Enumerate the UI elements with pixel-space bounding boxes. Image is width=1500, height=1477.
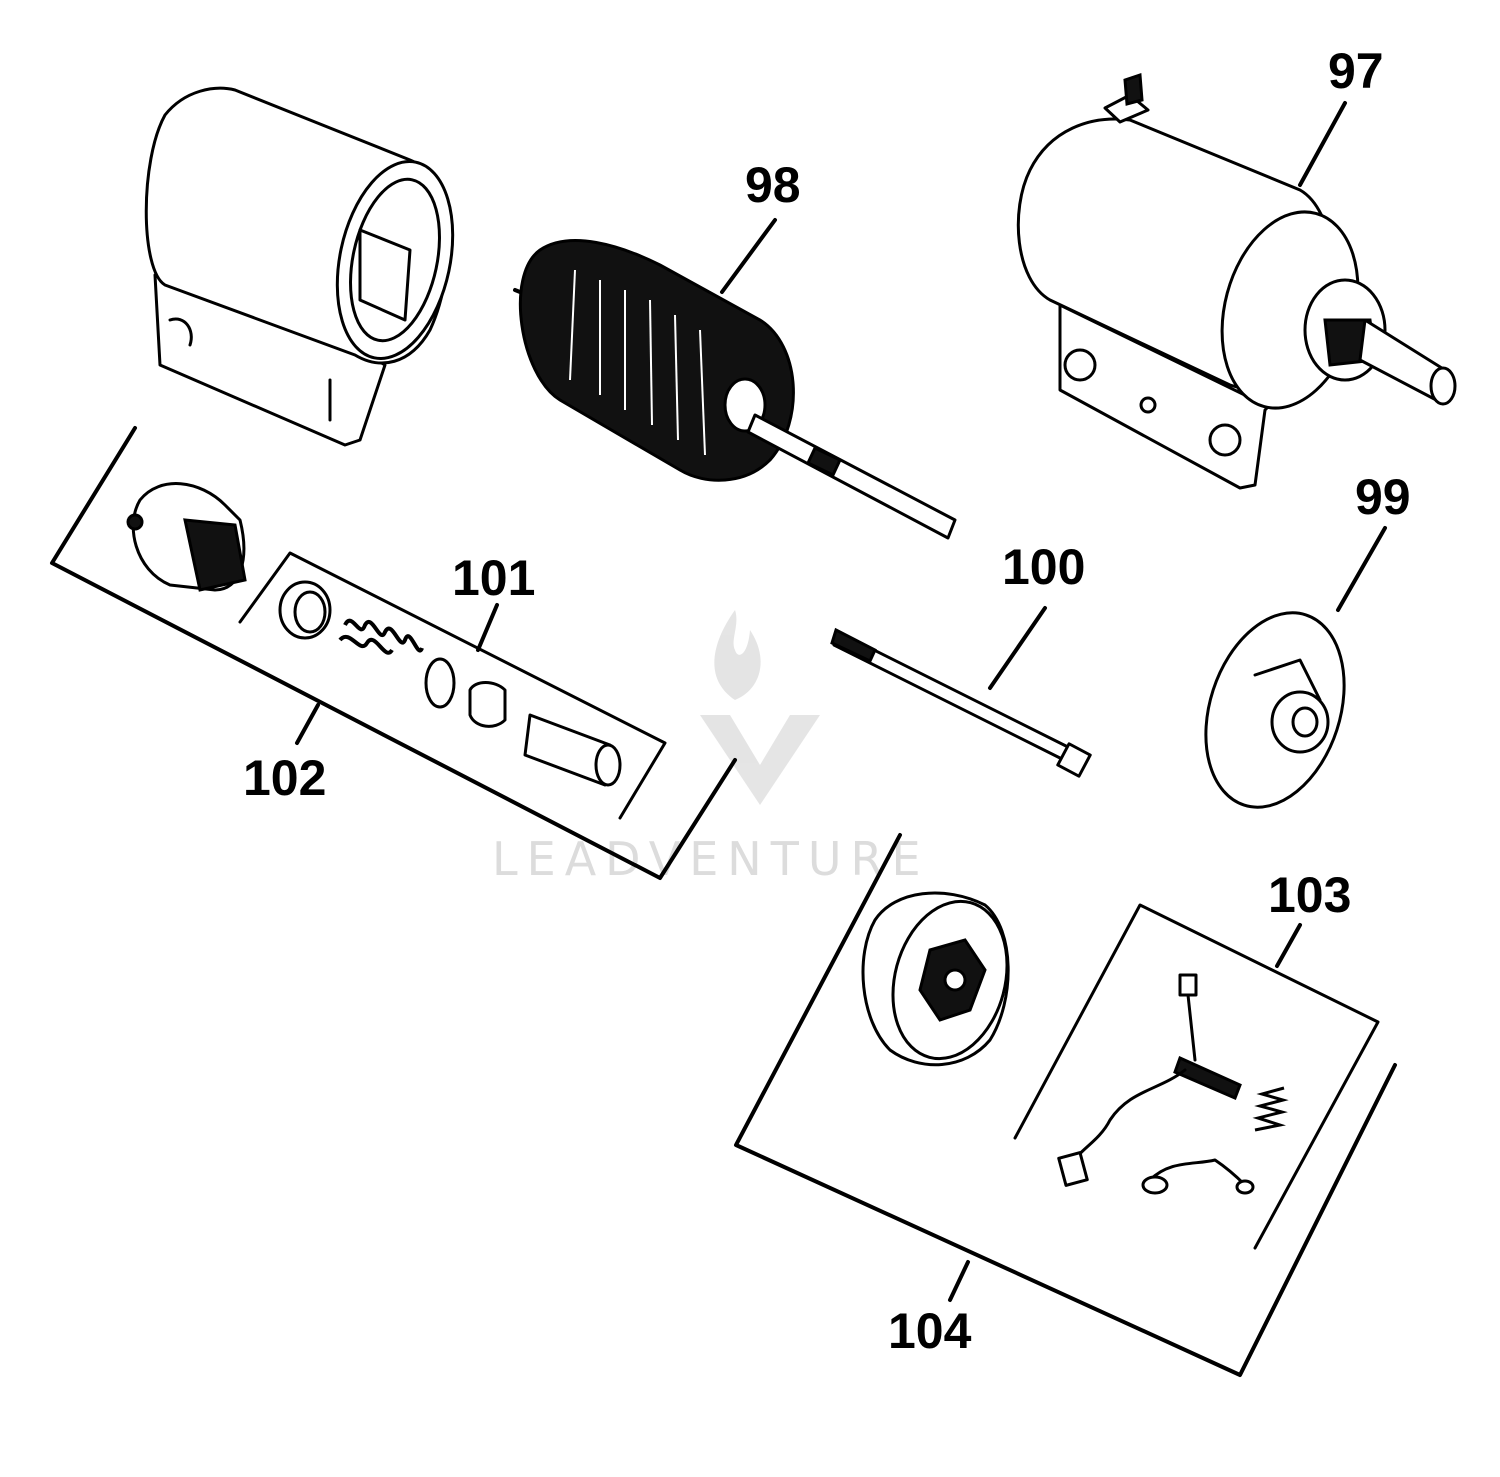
watermark-logo (700, 610, 820, 805)
brush-assembly (1057, 973, 1289, 1195)
leader-102 (295, 703, 320, 745)
callout-99: 99 (1355, 469, 1411, 525)
leader-104 (948, 1260, 970, 1302)
brush-kit-frame (734, 833, 1397, 1377)
leader-99 (1336, 526, 1387, 612)
leader-98 (720, 218, 777, 294)
callout-97: 97 (1328, 43, 1384, 99)
leader-lines (295, 101, 1387, 1302)
watermark-text: LEADVENTURE (492, 832, 930, 886)
callout-102: 102 (243, 750, 326, 806)
callout-104: 104 (888, 1303, 972, 1359)
callout-101: 101 (452, 550, 535, 606)
drive-kit-parts (278, 580, 622, 787)
through-bolt (830, 627, 1092, 778)
callout-103: 103 (1268, 867, 1351, 923)
leader-101 (476, 603, 499, 652)
callout-98: 98 (745, 157, 801, 213)
armature (513, 239, 957, 540)
drive-pinion-gear (126, 482, 247, 592)
leader-103 (1275, 923, 1302, 968)
field-frame-housing (144, 86, 455, 447)
commutator-end-cap (861, 891, 1010, 1067)
leader-100 (988, 606, 1047, 690)
leader-97 (1298, 101, 1347, 187)
drive-end-cap (1204, 611, 1346, 809)
starter-motor-assembly (1016, 72, 1457, 490)
callout-100: 100 (1002, 539, 1085, 595)
